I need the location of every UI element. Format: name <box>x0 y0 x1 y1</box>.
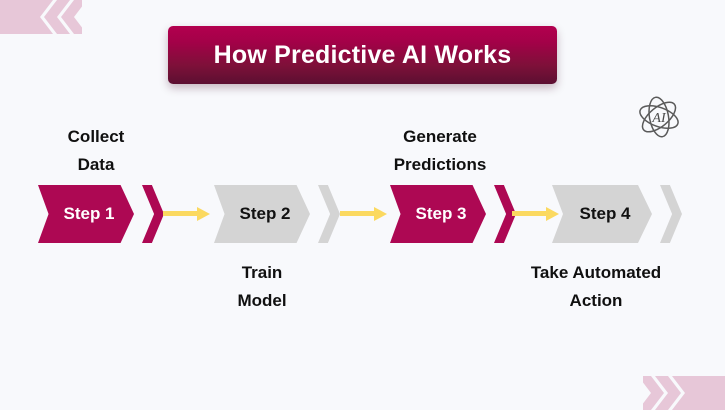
step-3-chevron[interactable]: Step 3 <box>390 185 486 243</box>
step-3-caption: Generate Predictions <box>393 127 487 174</box>
step-4-label: Step 4 <box>579 204 631 223</box>
step-1-tail-chevron <box>142 185 164 243</box>
title-banner: How Predictive AI Works <box>168 26 557 84</box>
step-1-caption: Collect Data <box>67 127 125 174</box>
step-2-chevron[interactable]: Step 2 <box>214 185 310 243</box>
right-arrow-icon-2 <box>340 206 388 222</box>
step-4-caption: Take Automated Action <box>530 263 662 310</box>
step-2-tail-chevron <box>318 185 340 243</box>
step-2-label: Step 2 <box>239 204 291 223</box>
step-1-chevron[interactable]: Step 1 <box>38 185 134 243</box>
step-4-tail-chevron <box>660 185 682 243</box>
right-arrow-icon-1 <box>163 206 211 222</box>
step-3-label: Step 3 <box>415 204 467 223</box>
ai-atom-logo: AI <box>633 91 685 143</box>
chevron-ornament-top-left <box>0 0 87 34</box>
step-2-caption: Train Model <box>237 263 287 310</box>
ai-logo-text: AI <box>651 111 667 126</box>
process-flow: Step 1 Step 2 <box>0 185 725 243</box>
page-title: How Predictive AI Works <box>213 40 512 69</box>
step-4-chevron[interactable]: Step 4 <box>552 185 652 243</box>
chevron-ornament-bottom-right <box>638 376 725 410</box>
right-arrow-icon-3 <box>512 206 560 222</box>
step-1-label: Step 1 <box>63 204 115 223</box>
